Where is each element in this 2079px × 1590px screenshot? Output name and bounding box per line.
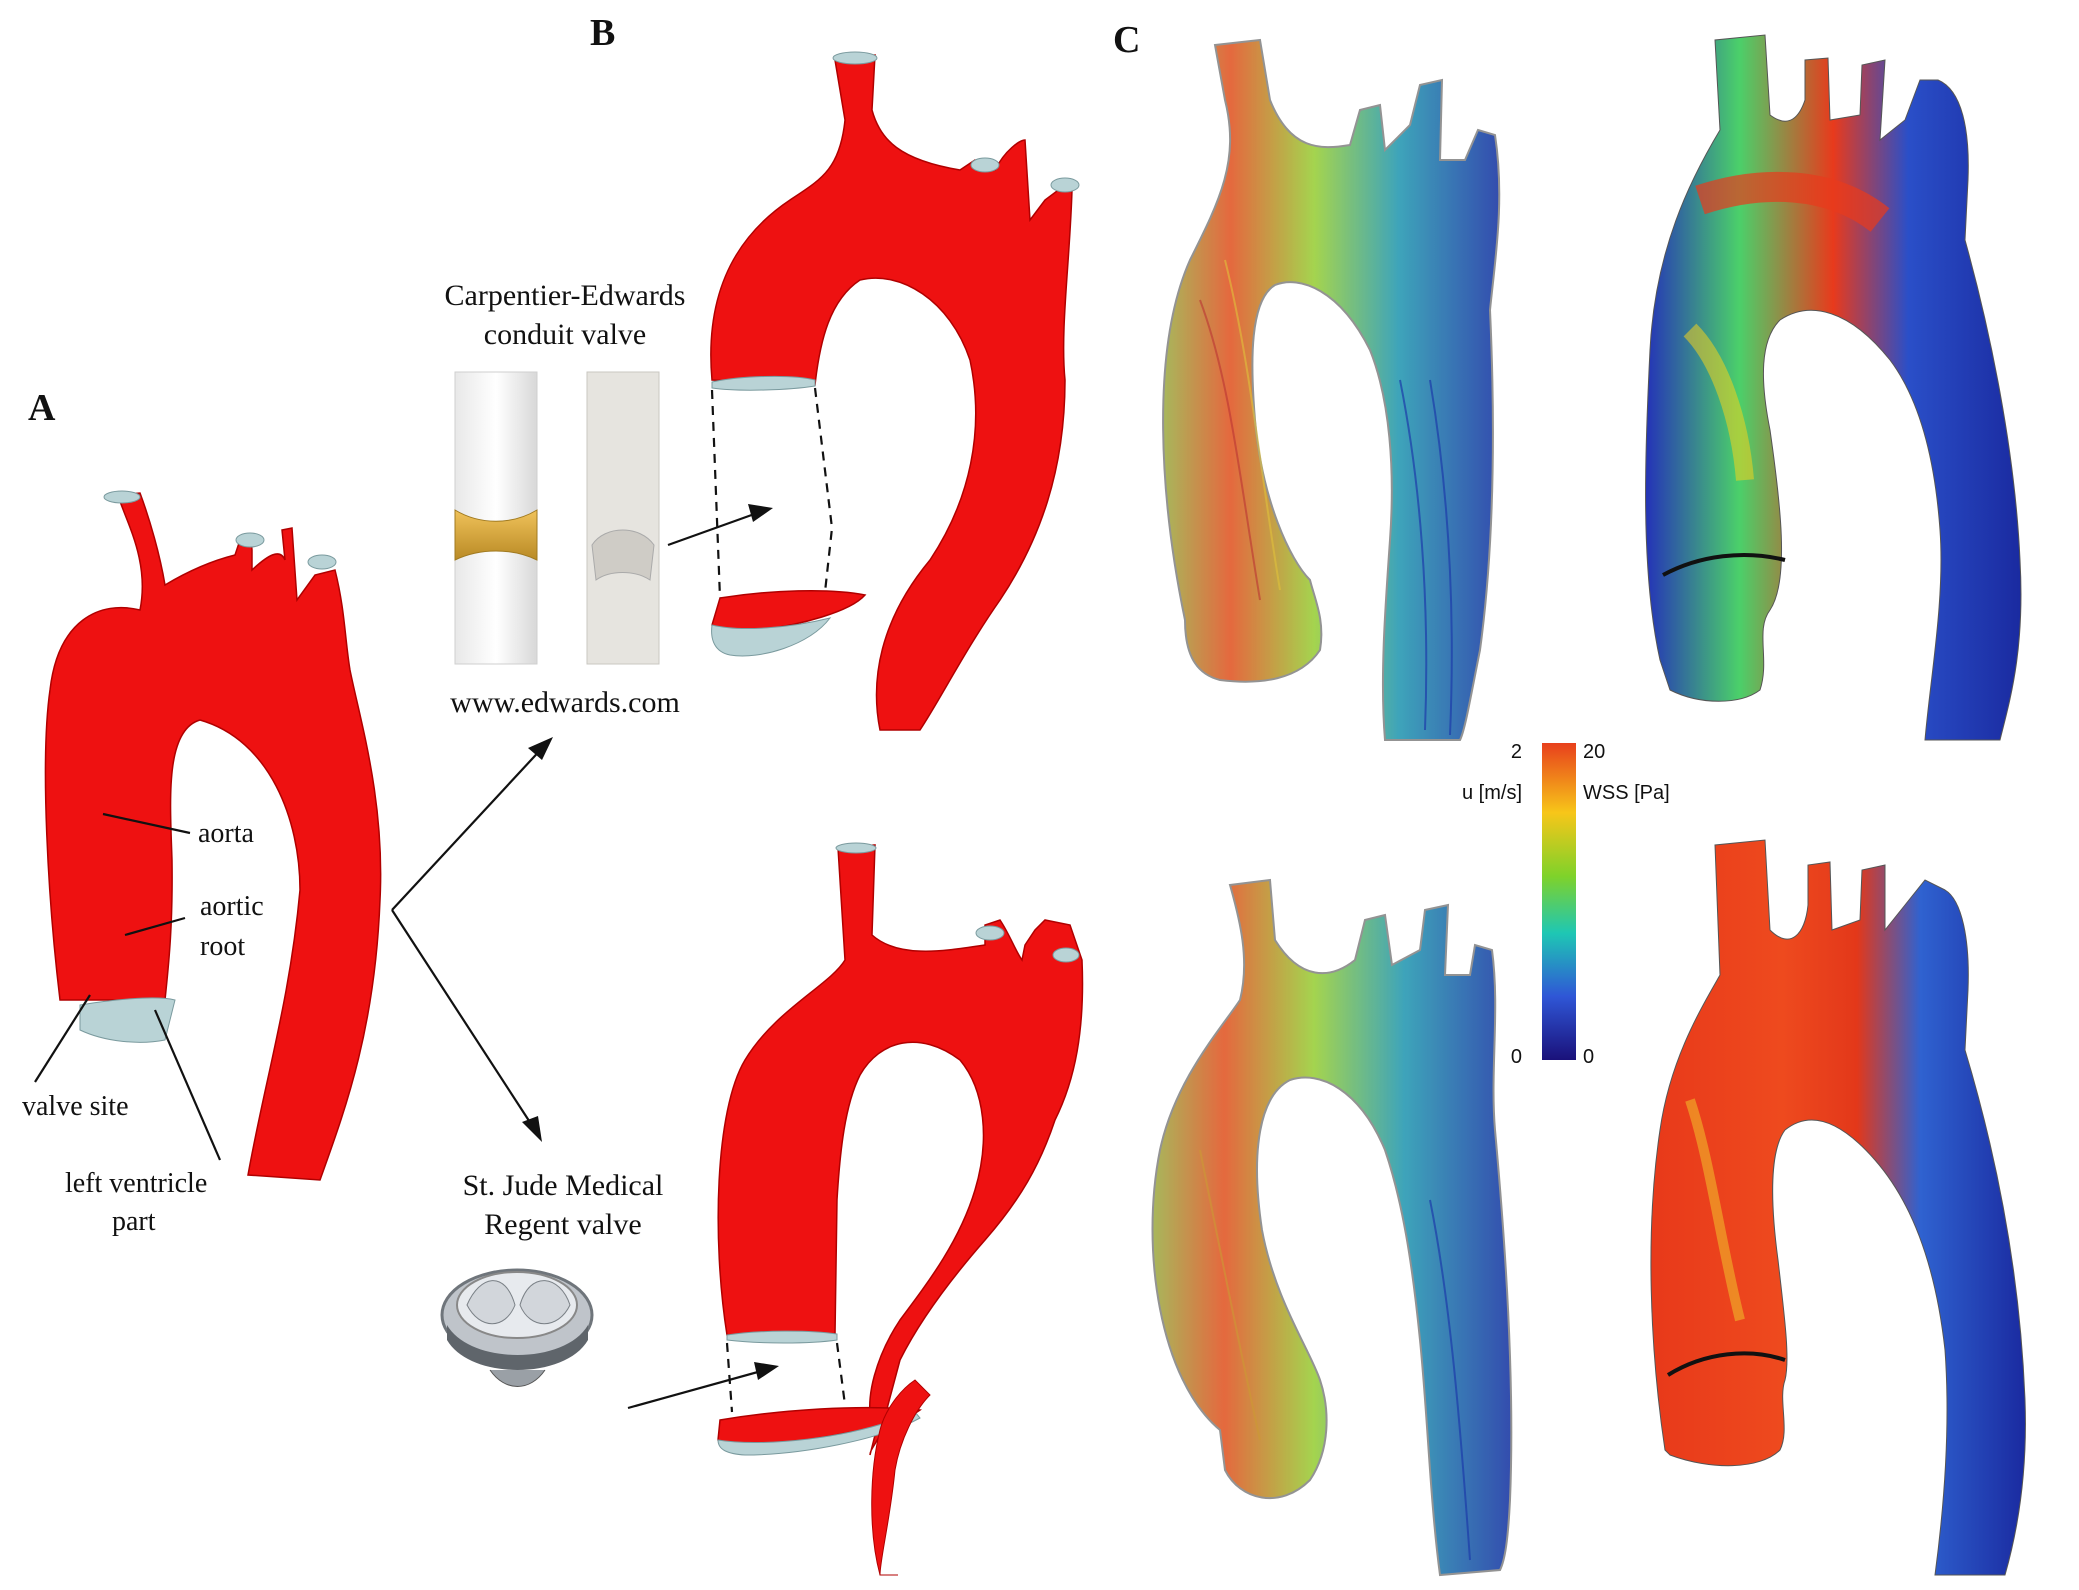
insert-arrow-bottom — [627, 1368, 766, 1410]
u-min: 0 — [1511, 1046, 1522, 1068]
label-aorta: aorta — [198, 818, 255, 849]
wss-model-bottom — [1650, 839, 2026, 1576]
valve2-caption-1: St. Jude Medical — [463, 1169, 664, 1202]
valve2-caption-2: Regent valve — [484, 1208, 641, 1241]
panel-a-annotations: aorta aortic root valve site left ventri… — [22, 812, 264, 1237]
valve1-caption-2: conduit valve — [484, 318, 646, 351]
u-label: u [m/s] — [1462, 782, 1522, 804]
arrow-to-top-model — [391, 744, 546, 911]
label-aortic-root-1: aortic — [200, 891, 264, 922]
aorta-pointer — [102, 812, 191, 835]
insert-arrowhead-top — [748, 504, 773, 522]
aorta-model-b-top — [710, 51, 1080, 731]
label-lv-2: part — [112, 1206, 156, 1237]
conduit-valve-photo-1 — [454, 371, 538, 665]
valve-site-pointer — [34, 994, 91, 1083]
wss-min: 0 — [1583, 1046, 1594, 1068]
u-max: 2 — [1511, 741, 1522, 763]
dashed-valve-outline-right-bottom — [835, 1342, 847, 1406]
colorbar: 2 u [m/s] 0 20 WSS [Pa] 0 — [1462, 741, 1670, 1068]
panel-label-a: A — [28, 387, 56, 429]
panel-label-c: C — [1113, 19, 1140, 61]
conduit-valve-photo-2 — [586, 371, 660, 665]
aorta-model-b-bottom — [717, 842, 1084, 1576]
panel-label-b: B — [590, 12, 615, 54]
insert-arrow-top — [667, 510, 761, 547]
dashed-valve-outline-left-bottom — [725, 1342, 734, 1413]
arrow-to-bottom-model — [391, 909, 536, 1131]
aorta-model-a — [44, 490, 382, 1181]
label-valve-site: valve site — [22, 1091, 129, 1122]
branch-arrows — [391, 737, 553, 1142]
streamlines-model-top — [1162, 38, 1501, 741]
wss-label: WSS [Pa] — [1583, 782, 1670, 804]
regent-valve-photo — [440, 1268, 594, 1387]
arrowhead-bottom — [522, 1116, 542, 1142]
insert-arrowhead-bottom — [754, 1362, 779, 1380]
arrowhead-top — [528, 737, 553, 760]
valve1-caption-1: Carpentier-Edwards — [445, 279, 686, 312]
wss-max: 20 — [1583, 741, 1605, 763]
dashed-valve-outline-right-top — [813, 387, 834, 593]
source-caption: www.edwards.com — [450, 686, 680, 719]
lv-pointer — [153, 1009, 222, 1161]
streamlines-model-bottom — [1151, 878, 1513, 1577]
label-lv-1: left ventricle — [65, 1168, 207, 1199]
colorbar-ramp — [1542, 743, 1576, 1060]
dashed-valve-outline-left-top — [710, 389, 722, 599]
label-aortic-root-2: root — [200, 931, 245, 962]
aortic-root-pointer — [124, 916, 186, 937]
wss-model-top — [1645, 34, 2022, 741]
